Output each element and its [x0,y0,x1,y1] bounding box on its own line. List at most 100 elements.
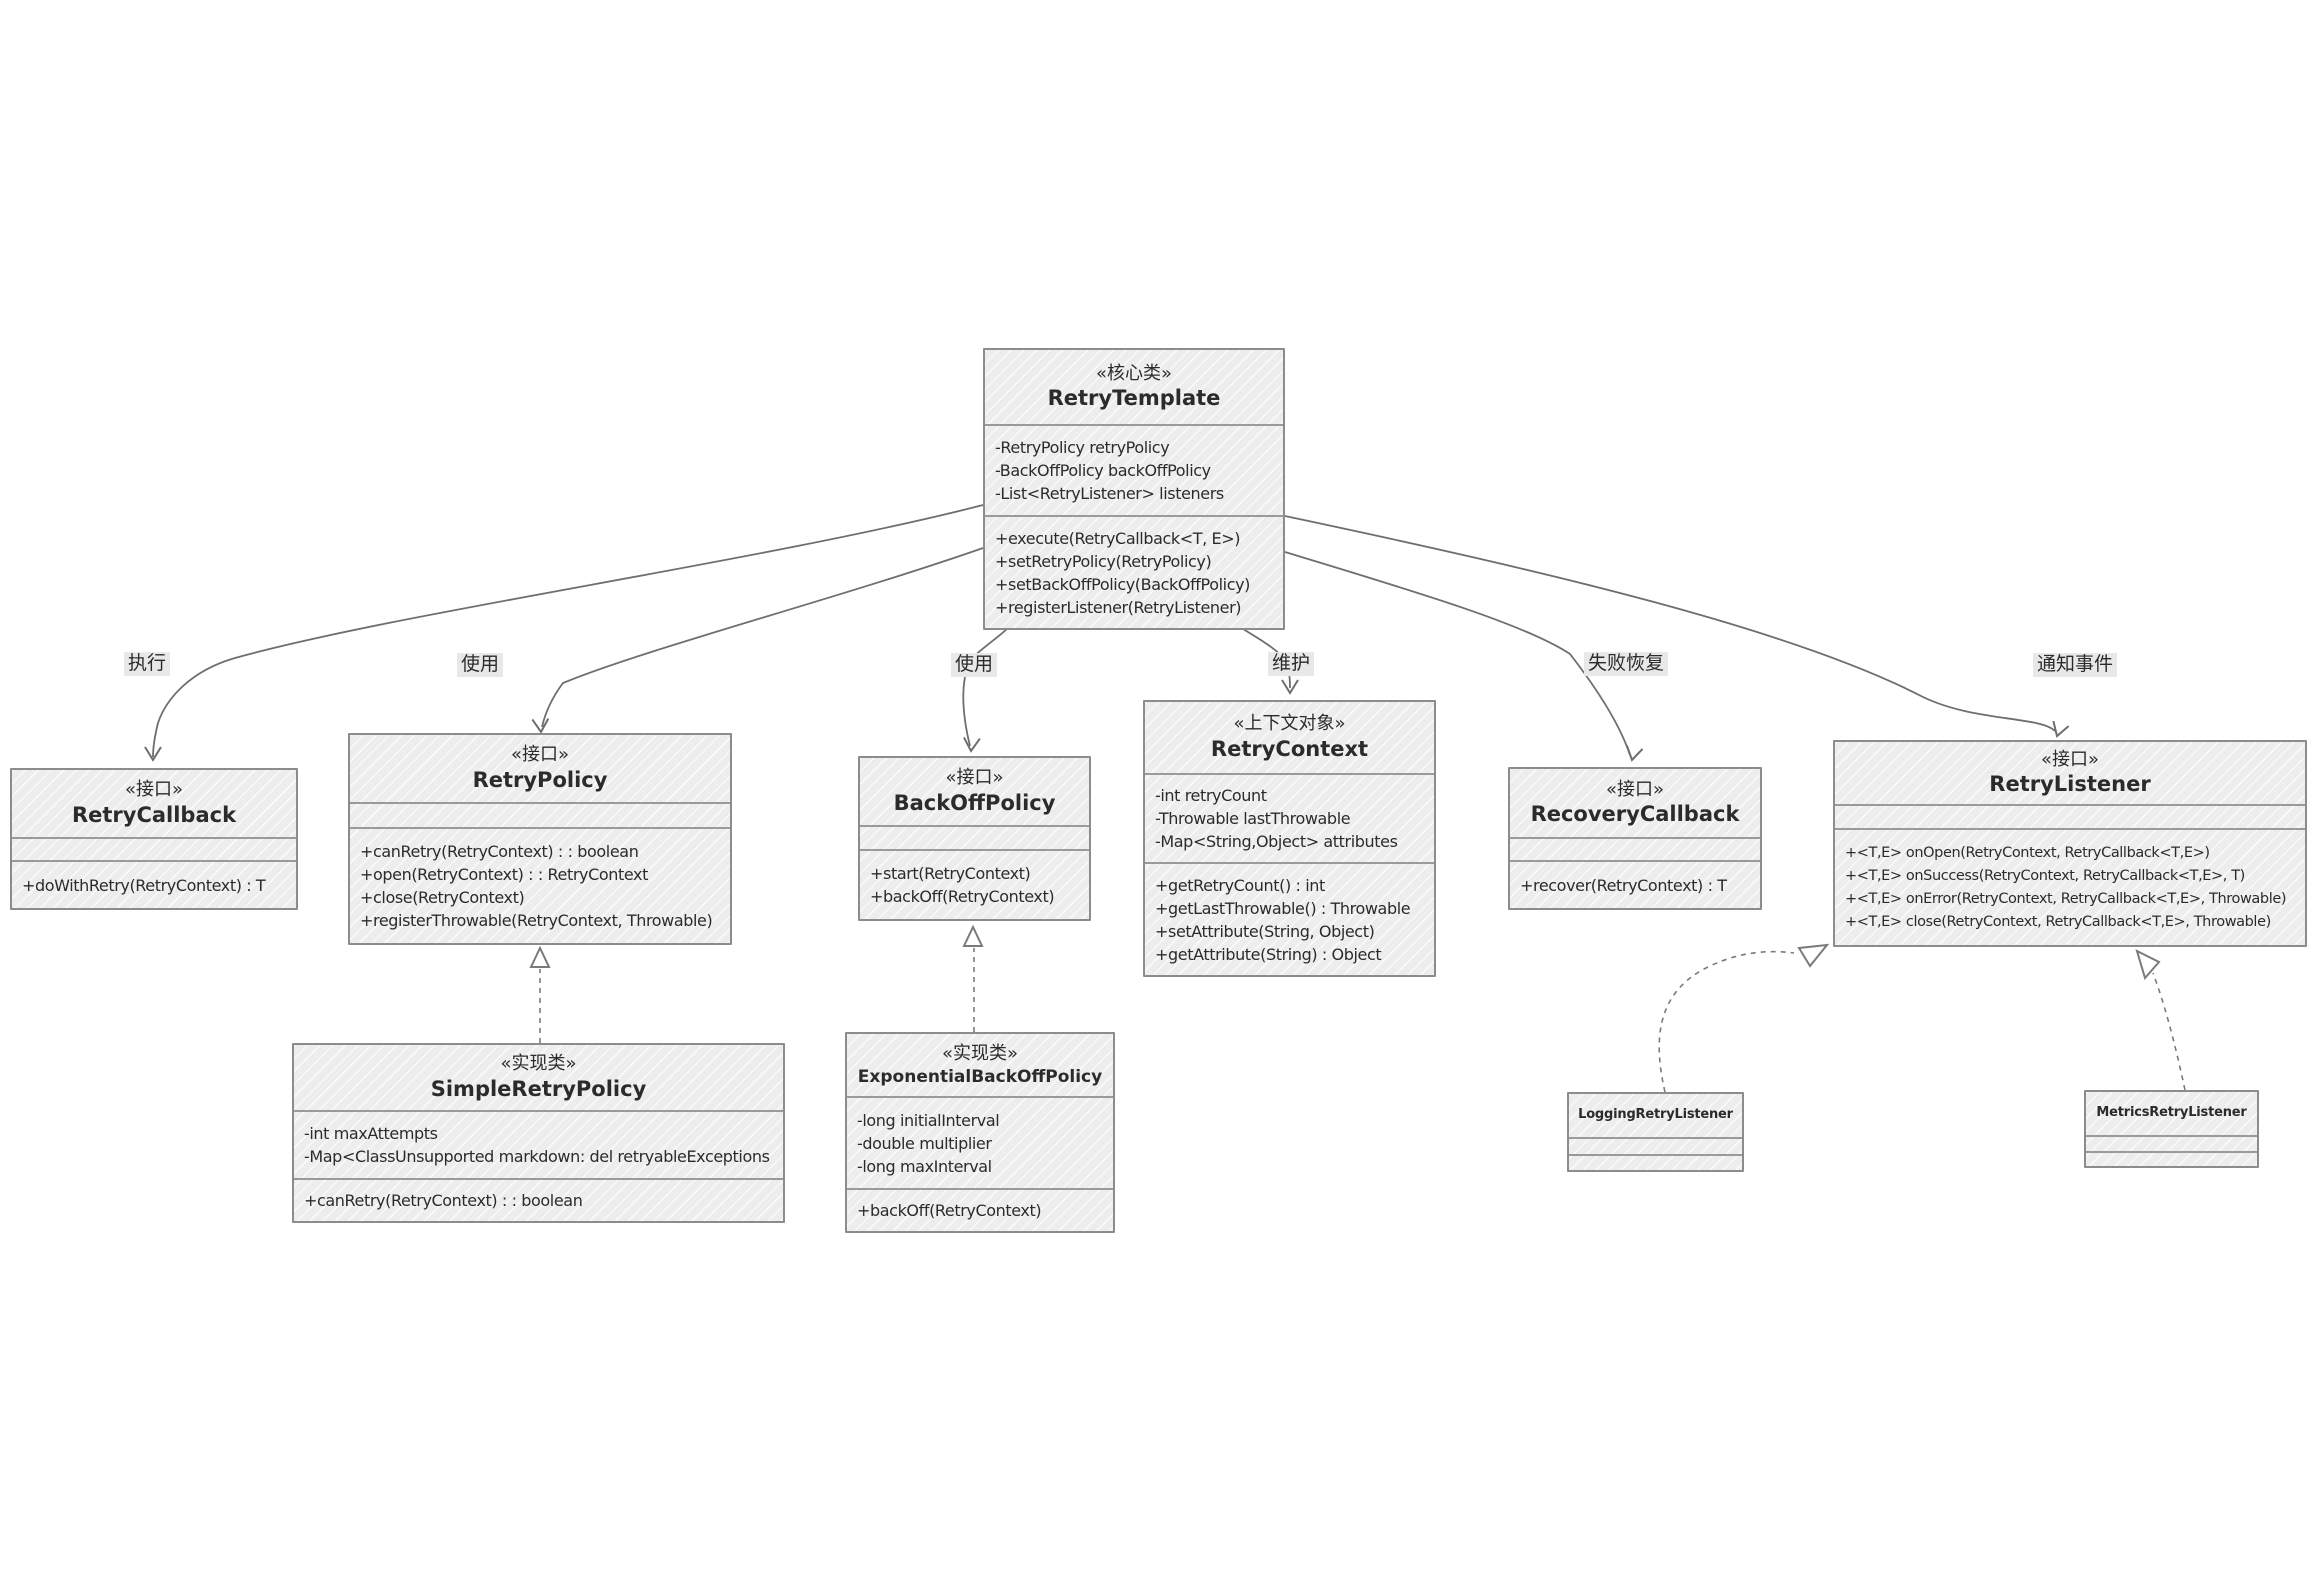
attribute-line: -double multiplier [857,1133,992,1153]
class-methods: +getRetryCount() : int +getLastThrowable… [1145,862,1434,975]
class-name: RetryListener [1989,772,2151,797]
arrowhead-retrylistener-icon [2052,720,2070,738]
attribute-line: -Throwable lastThrowable [1155,809,1351,828]
class-box-backoffpolicy: «接口» BackOffPolicy +start(RetryContext) … [858,756,1091,921]
method-line: +<T,E> onSuccess(RetryContext, RetryCall… [1845,867,2245,884]
method-line: +<T,E> onOpen(RetryContext, RetryCallbac… [1845,844,2210,861]
class-box-simpleretrypolicy: «实现类» SimpleRetryPolicy -int maxAttempts… [292,1043,785,1223]
class-attributes-empty [1569,1137,1742,1154]
edge-retrytemplate-retrycallback [152,504,984,758]
class-name: RetryTemplate [1047,386,1221,411]
edge-label-notify-events: 通知事件 [2032,653,2118,677]
class-name: RecoveryCallback [1530,802,1740,827]
class-box-retrytemplate: «核心类» RetryTemplate -RetryPolicy retryPo… [983,348,1285,630]
class-header: «上下文对象» RetryContext [1145,702,1434,773]
class-methods: +start(RetryContext) +backOff(RetryConte… [860,849,1089,919]
class-stereotype: «实现类» [500,1053,577,1075]
method-line: +getRetryCount() : int [1155,875,1325,895]
method-line: +setRetryPolicy(RetryPolicy) [995,551,1212,571]
class-box-retrypolicy: «接口» RetryPolicy +canRetry(RetryContext)… [348,733,732,945]
class-header: MetricsRetryListener [2086,1092,2257,1135]
edge-label-execute: 执行 [123,652,171,676]
method-line: +backOff(RetryContext) [857,1201,1042,1220]
arrowhead-retrypolicy-icon [531,718,550,734]
class-header: «实现类» ExponentialBackOffPolicy [847,1034,1113,1096]
method-line: +setBackOffPolicy(BackOffPolicy) [995,574,1250,594]
attribute-line: -Map<ClassUnsupported markdown: del retr… [304,1147,770,1166]
class-name: ExponentialBackOffPolicy [857,1066,1103,1087]
edge-retrytemplate-retrylistener [1284,515,2056,732]
edge-retrytemplate-recoverycallback [1284,551,1631,756]
attribute-line: -List<RetryListener> listeners [995,484,1224,503]
hollow-triangle-backoffpolicy-icon [962,924,984,947]
class-header: «核心类» RetryTemplate [985,350,1283,424]
hollow-triangle-retrylistener-left-icon [1797,943,1830,968]
class-box-retrylistener: «接口» RetryListener +<T,E> onOpen(RetryCo… [1833,740,2307,947]
class-name: MetricsRetryListener [2096,1105,2247,1121]
class-stereotype: «上下文对象» [1233,713,1346,735]
class-stereotype: «核心类» [1095,362,1173,384]
method-line: +close(RetryContext) [360,888,525,907]
arrowhead-backoffpolicy-icon [963,737,981,753]
class-methods: +backOff(RetryContext) [847,1188,1113,1231]
class-box-retrycallback: «接口» RetryCallback +doWithRetry(RetryCon… [10,768,298,910]
class-attributes-empty [1510,837,1760,860]
method-line: +registerThrowable(RetryContext, Throwab… [360,911,713,930]
class-methods: +<T,E> onOpen(RetryContext, RetryCallbac… [1835,828,2305,945]
edge-label-maintain: 维护 [1267,652,1315,676]
class-methods: +canRetry(RetryContext) : : boolean +ope… [350,827,730,943]
class-stereotype: «接口» [124,779,184,801]
edge-retrytemplate-retrypolicy [541,547,984,728]
class-stereotype: «接口» [2040,748,2100,770]
class-methods: +recover(RetryContext) : T [1510,860,1760,908]
method-line: +registerListener(RetryListener) [995,597,1242,617]
method-line: +start(RetryContext) [870,864,1031,883]
edge-label-use-retrypolicy: 使用 [456,653,504,677]
edge-loggingretrylistener-retrylistener [1658,950,1795,1093]
method-line: +<T,E> close(RetryContext, RetryCallback… [1845,913,2271,930]
class-attributes-empty [12,837,296,860]
arrowhead-retrycontext-icon [1281,679,1299,695]
class-box-recoverycallback: «接口» RecoveryCallback +recover(RetryCont… [1508,767,1762,910]
attribute-line: -int retryCount [1155,786,1267,805]
class-attributes-empty [1835,804,2305,828]
class-methods: +execute(RetryCallback<T, E>) +setRetryP… [985,515,1283,628]
attribute-line: -long initialInterval [857,1110,1000,1130]
method-line: +execute(RetryCallback<T, E>) [995,528,1241,548]
class-box-exponentialbackoffpolicy: «实现类» ExponentialBackOffPolicy -long ini… [845,1032,1115,1233]
attribute-line: -long maxInterval [857,1156,992,1176]
hollow-triangle-retrypolicy-icon [529,945,551,968]
class-methods-empty [2086,1151,2257,1166]
method-line: +setAttribute(String, Object) [1155,921,1375,941]
class-methods: +doWithRetry(RetryContext) : T [12,860,296,908]
attribute-line: -Map<String,Object> attributes [1155,832,1398,851]
class-header: «接口» RetryListener [1835,742,2305,804]
class-box-loggingretrylistener: LoggingRetryListener [1567,1092,1744,1172]
class-header: «实现类» SimpleRetryPolicy [294,1045,783,1110]
class-header: «接口» BackOffPolicy [860,758,1089,825]
class-attributes: -RetryPolicy retryPolicy -BackOffPolicy … [985,424,1283,515]
class-name: RetryCallback [71,802,237,827]
class-attributes: -int maxAttempts -Map<ClassUnsupported m… [294,1110,783,1178]
method-line: +<T,E> onError(RetryContext, RetryCallba… [1845,890,2287,907]
class-methods-empty [1569,1154,1742,1170]
class-header: «接口» RetryPolicy [350,735,730,802]
class-name: SimpleRetryPolicy [430,1076,647,1101]
arrowhead-recoverycallback-icon [1625,745,1644,762]
class-stereotype: «实现类» [941,1043,1019,1065]
class-name: LoggingRetryListener [1578,1107,1733,1123]
edge-label-use-backoffpolicy: 使用 [950,653,998,677]
method-line: +canRetry(RetryContext) : : boolean [304,1191,583,1210]
class-header: «接口» RecoveryCallback [1510,769,1760,837]
method-line: +open(RetryContext) : : RetryContext [360,865,648,884]
class-name: RetryContext [1210,736,1369,761]
attribute-line: -BackOffPolicy backOffPolicy [995,461,1211,480]
edge-retrytemplate-backoffpolicy [962,628,1008,747]
hollow-triangle-retrylistener-right-icon [2135,949,2161,981]
class-header: LoggingRetryListener [1569,1094,1742,1137]
class-header: «接口» RetryCallback [12,770,296,837]
class-attributes-empty [2086,1135,2257,1151]
class-name: RetryPolicy [472,767,608,792]
